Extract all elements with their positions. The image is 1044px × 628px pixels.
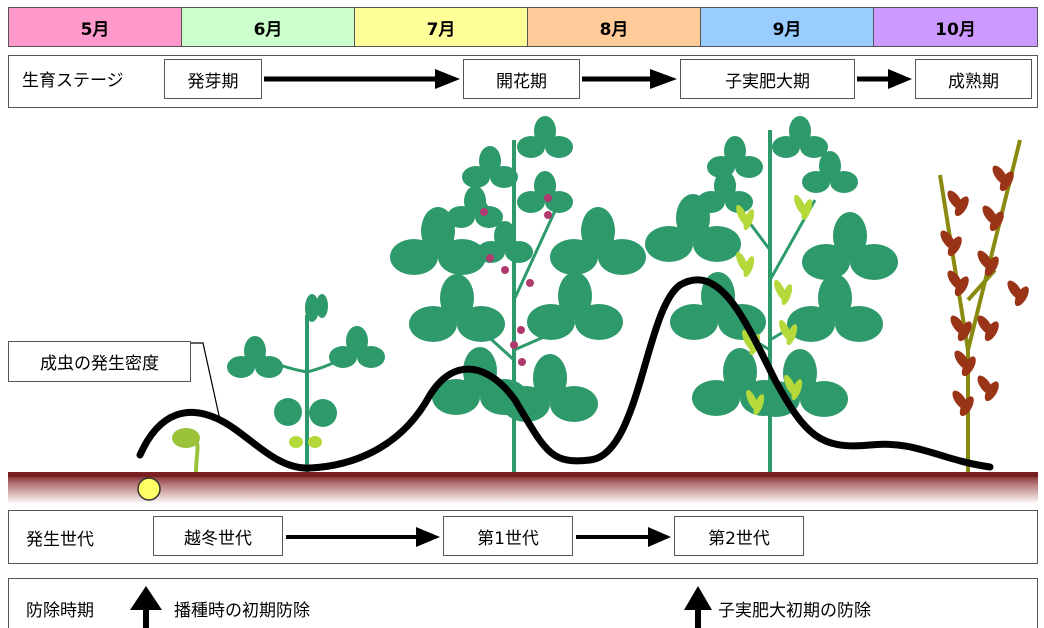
month-august: 8月 <box>527 7 701 47</box>
mature-plant-icon <box>937 139 1032 472</box>
young-plant-icon <box>227 294 385 472</box>
generation-first: 第1世代 <box>443 516 573 556</box>
generation-overwintering: 越冬世代 <box>153 516 283 556</box>
stage-germination: 発芽期 <box>164 59 262 99</box>
seedling-icon <box>172 428 200 473</box>
control-label: 防除時期 <box>26 601 94 621</box>
generation-label: 発生世代 <box>26 530 94 550</box>
growth-arrow-1 <box>264 69 460 89</box>
month-may: 5月 <box>8 7 182 47</box>
control-arrow-up-icon-2 <box>684 586 712 628</box>
density-leader-line <box>191 342 221 421</box>
control-first-text: 播種時の初期防除 <box>174 601 310 621</box>
growth-arrow-2 <box>582 69 677 89</box>
month-june: 6月 <box>181 7 355 47</box>
stage-pod-filling: 子実肥大期 <box>680 59 855 99</box>
soil-band <box>8 474 1038 504</box>
growth-arrow-3 <box>857 69 912 89</box>
generation-second: 第2世代 <box>674 516 804 556</box>
stage-flowering: 開花期 <box>463 59 580 99</box>
seed-icon <box>137 477 161 501</box>
density-label: 成虫の発生密度 <box>8 341 191 382</box>
pod-filling-plant-icon <box>645 116 898 472</box>
generation-arrow-1 <box>286 527 440 547</box>
stage-maturity: 成熟期 <box>915 59 1032 99</box>
month-october: 10月 <box>873 7 1038 47</box>
control-second-text: 子実肥大初期の防除 <box>718 601 871 621</box>
flowering-plant-icon <box>390 116 646 472</box>
control-arrow-up-icon-1 <box>130 586 162 628</box>
generation-arrow-2 <box>576 527 671 547</box>
growth-stage-label: 生育ステージ <box>22 71 124 91</box>
control-panel <box>8 578 1038 628</box>
density-curve <box>136 276 994 472</box>
month-september: 9月 <box>700 7 874 47</box>
month-july: 7月 <box>354 7 528 47</box>
